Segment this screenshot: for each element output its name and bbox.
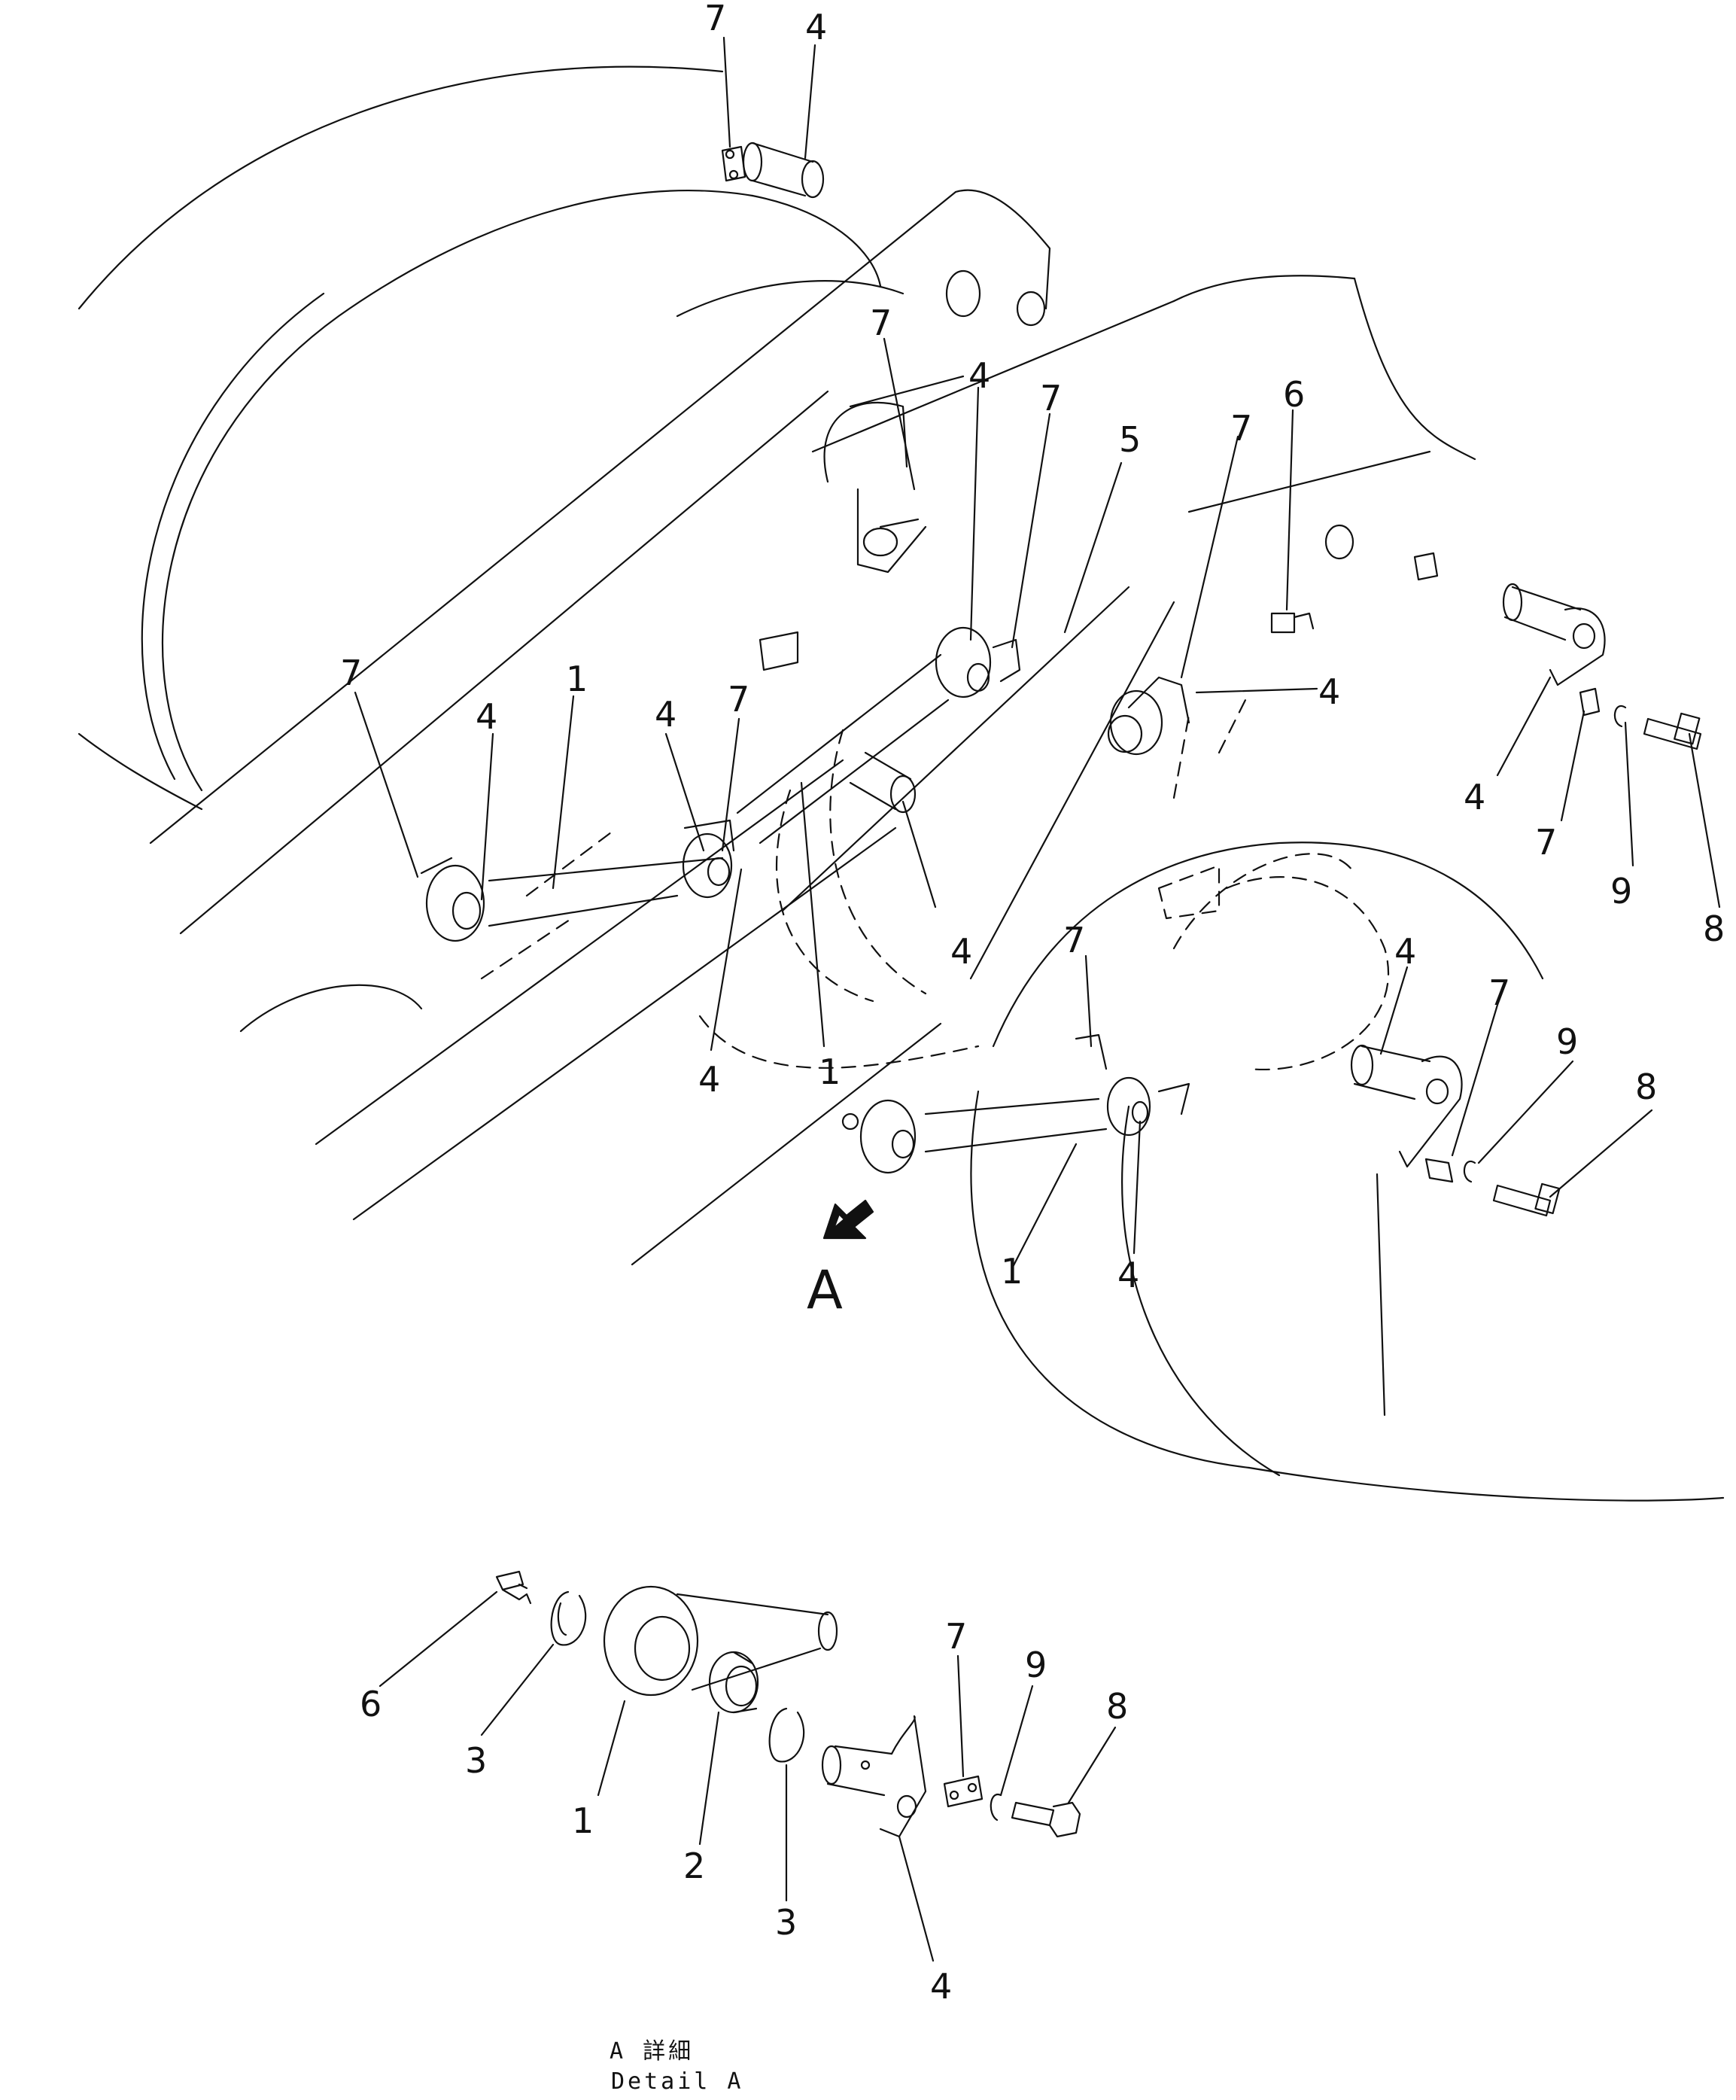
callout-label: 4 xyxy=(698,1059,720,1100)
callout-label: 4 xyxy=(930,1966,952,2007)
callout-label: 4 xyxy=(1117,1255,1139,1295)
callout-label: 7 xyxy=(945,1616,967,1657)
view-marker-label: A xyxy=(807,1259,843,1321)
leader-lines xyxy=(354,36,1721,1962)
callout-label: 1 xyxy=(1001,1251,1023,1292)
detail-caption: A 詳細 Detail A xyxy=(610,2038,744,2095)
callout-label: 9 xyxy=(1025,1645,1047,1685)
callout-label: 4 xyxy=(476,696,497,737)
callout-label: 1 xyxy=(566,659,588,699)
callout-label: 3 xyxy=(775,1902,797,1943)
callout-label: 8 xyxy=(1703,908,1725,949)
link-rod-lower xyxy=(841,1033,1190,1174)
link-rod-left xyxy=(420,819,735,942)
callout-labels: 7 4 7 4 7 5 7 6 7 4 1 4 7 4 4 7 9 8 4 4 … xyxy=(340,0,1725,2007)
callout-label: 1 xyxy=(572,1800,594,1841)
hidden-lines xyxy=(480,691,1390,1071)
callout-label: 7 xyxy=(340,653,362,693)
callout-label: 4 xyxy=(950,931,972,972)
callout-label: 4 xyxy=(655,694,676,735)
callout-label: 9 xyxy=(1610,871,1632,912)
upper-mount-bracket xyxy=(759,269,1354,671)
callout-label: 2 xyxy=(683,1846,705,1886)
right-tire xyxy=(970,842,1725,1502)
callout-label: 7 xyxy=(1488,972,1510,1013)
detail-a-parts xyxy=(495,1570,1081,1838)
callout-label: 9 xyxy=(1556,1021,1578,1062)
callout-label: 6 xyxy=(360,1684,382,1724)
callout-label: 5 xyxy=(1119,419,1141,460)
view-arrow-icon xyxy=(822,1199,874,1240)
callout-label: 7 xyxy=(1535,822,1557,863)
callout-label: 4 xyxy=(805,7,827,47)
callout-label: 7 xyxy=(1230,408,1252,449)
axle-housing xyxy=(149,189,1476,1266)
callout-label: 3 xyxy=(465,1740,487,1781)
pins xyxy=(742,142,1606,1168)
callout-label: 8 xyxy=(1635,1067,1657,1107)
callout-label: 7 xyxy=(728,679,749,720)
small-hardware xyxy=(721,145,1702,1217)
callout-label: 1 xyxy=(819,1052,841,1092)
callout-label: 7 xyxy=(1063,920,1085,960)
callout-label: 4 xyxy=(1464,777,1485,817)
link-rod-center xyxy=(736,626,1021,845)
callout-label: 4 xyxy=(1318,671,1340,712)
callout-label: 4 xyxy=(968,355,990,396)
callout-label: 7 xyxy=(704,0,726,38)
callout-label: 8 xyxy=(1106,1686,1128,1727)
caption-line-1: A 詳細 xyxy=(610,2038,694,2065)
left-tire xyxy=(78,65,904,811)
callout-label: 7 xyxy=(870,303,892,343)
callout-label: 7 xyxy=(1040,378,1062,418)
caption-line-2: Detail A xyxy=(611,2068,744,2095)
callout-label: 6 xyxy=(1283,374,1305,415)
callout-label: 4 xyxy=(1394,931,1416,972)
